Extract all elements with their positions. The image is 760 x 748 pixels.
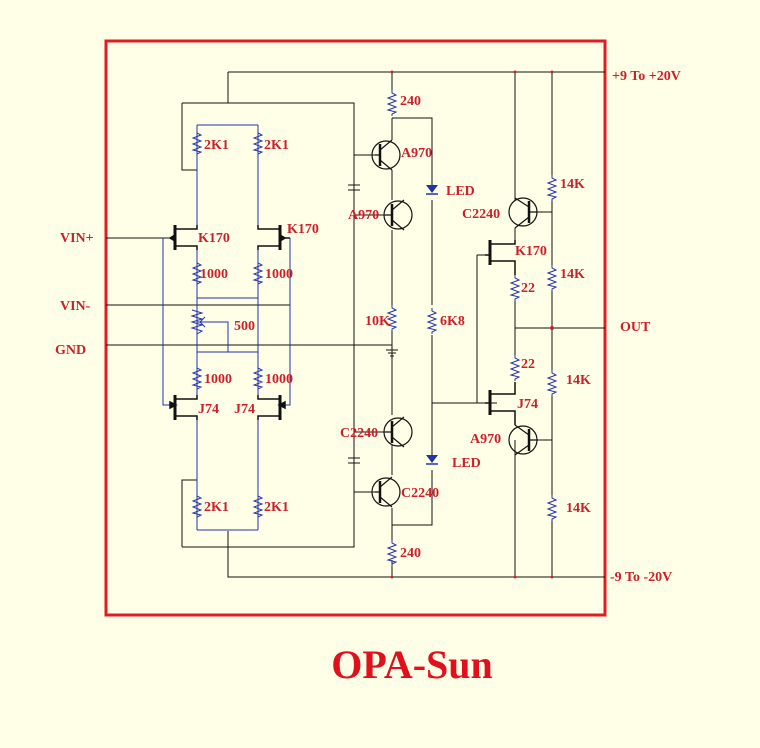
junctions: [390, 70, 554, 579]
label-led-top: LED: [446, 184, 475, 199]
label-r-14k-3: 14K: [566, 373, 591, 388]
jfet-j74-left: [169, 395, 198, 420]
label-a970-1: A970: [401, 146, 432, 161]
label-r-6k8: 6K8: [440, 314, 465, 329]
label-c2240-1: C2240: [340, 426, 378, 441]
label-vin-plus: VIN+: [60, 231, 94, 246]
label-r-14k-4: 14K: [566, 501, 591, 516]
labels: +9 To +20V -9 To -20V OUT VIN+ VIN- GND …: [55, 69, 681, 585]
label-r-22-top: 22: [521, 281, 535, 296]
label-k170-right: K170: [287, 222, 319, 237]
label-r-2k1-br: 2K1: [264, 500, 289, 515]
bjt-a970-top: [371, 139, 401, 171]
label-pot-500: 500: [234, 319, 255, 334]
jfet-j74-output: [485, 382, 516, 425]
led-top-symbol: [426, 185, 438, 195]
label-r-10k: 10K: [365, 314, 390, 329]
label-r-14k-2: 14K: [560, 267, 585, 282]
label-k170-left: K170: [198, 231, 230, 246]
jfet-j74-right: [257, 395, 286, 420]
bjt-c2240-output: [508, 197, 538, 229]
label-c2240-2: C2240: [401, 486, 439, 501]
bjt-c2240-bottom: [371, 476, 401, 508]
diagram-title: OPA-Sun: [331, 642, 493, 687]
label-r-1000-tr: 1000: [265, 267, 293, 282]
label-r-2k1-tl: 2K1: [204, 138, 229, 153]
label-r-240-top: 240: [400, 94, 421, 109]
label-r-240-bot: 240: [400, 546, 421, 561]
bjt-a970-output: [508, 424, 538, 456]
label-r-1000-br: 1000: [265, 372, 293, 387]
label-a970-2: A970: [348, 208, 379, 223]
label-r-2k1-tr: 2K1: [264, 138, 289, 153]
transistors: [168, 139, 538, 508]
label-j74-out: J74: [517, 397, 538, 412]
label-r-1000-bl: 1000: [204, 372, 232, 387]
wiring: [106, 71, 605, 578]
label-j74-left: J74: [198, 402, 219, 417]
led-bottom-symbol: [426, 455, 438, 465]
label-out: OUT: [620, 320, 651, 335]
potentiometer-500: [190, 309, 212, 335]
label-vneg: -9 To -20V: [610, 570, 672, 585]
jfet-k170-right: [257, 225, 290, 250]
label-r-22-bot: 22: [521, 357, 535, 372]
label-r-2k1-bl: 2K1: [204, 500, 229, 515]
label-k170-out: K170: [515, 244, 547, 259]
label-vin-minus: VIN-: [60, 299, 91, 314]
jfet-k170-left: [168, 225, 198, 250]
label-vpos: +9 To +20V: [612, 69, 681, 84]
bjt-c2240-mid: [383, 416, 413, 448]
bjt-a970-mid: [383, 199, 413, 231]
label-gnd: GND: [55, 343, 86, 358]
label-led-bot: LED: [452, 456, 481, 471]
label-j74-right: J74: [234, 402, 255, 417]
jfet-k170-output: [485, 240, 516, 275]
label-r-1000-tl: 1000: [200, 267, 228, 282]
label-c2240-out: C2240: [462, 207, 500, 222]
label-r-14k-1: 14K: [560, 177, 585, 192]
label-a970-out: A970: [470, 432, 501, 447]
